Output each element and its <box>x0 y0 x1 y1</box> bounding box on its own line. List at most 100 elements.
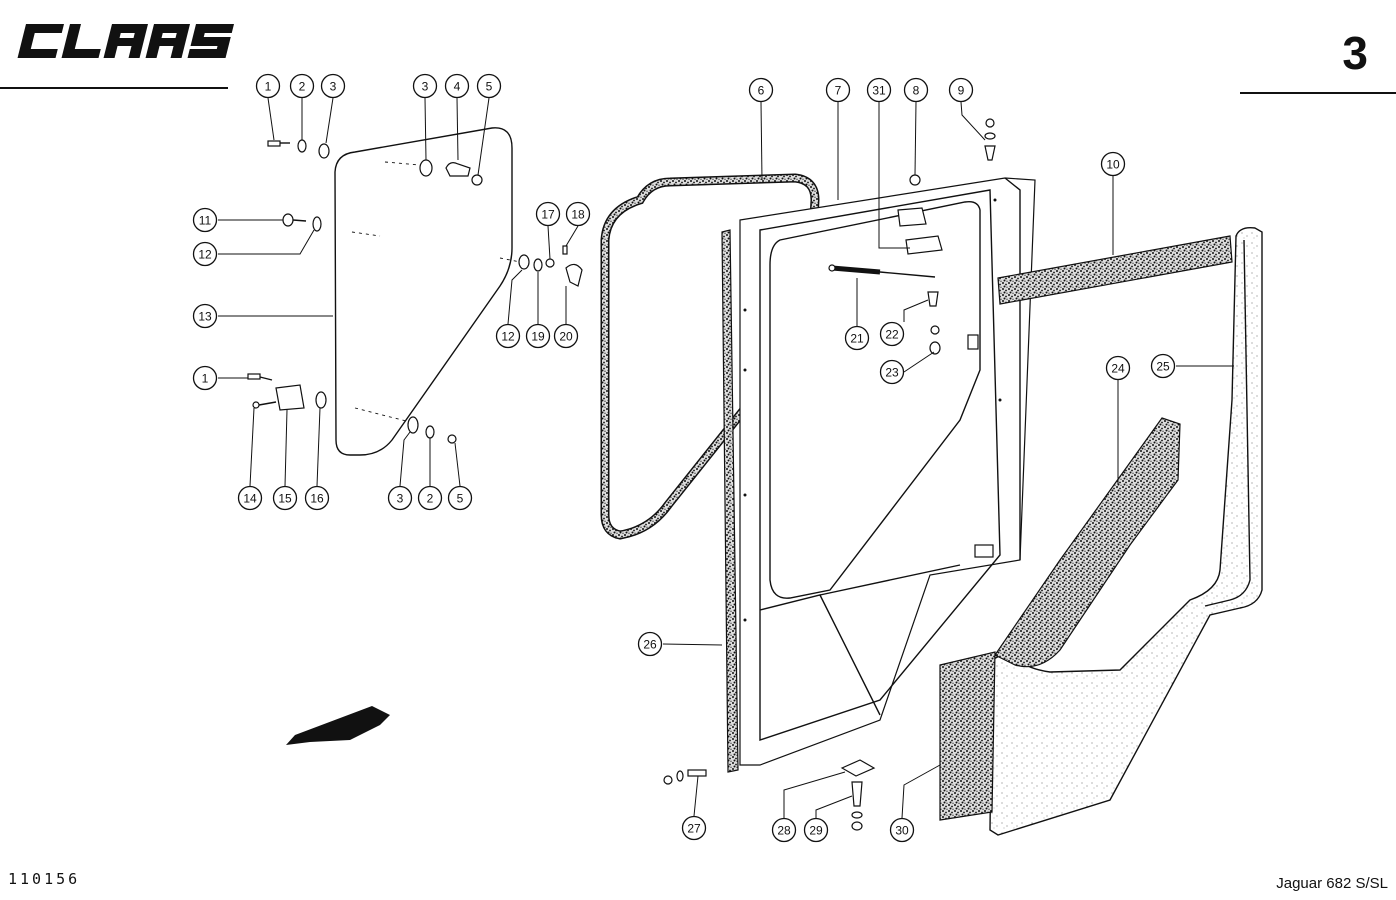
callout-label: 26 <box>643 638 657 652</box>
callout-label: 1 <box>202 372 209 386</box>
callout-label: 3 <box>397 492 404 506</box>
callout-8: 8 <box>903 77 929 103</box>
callout-19: 19 <box>525 323 551 349</box>
screw-14 <box>252 401 277 409</box>
header-rule-right <box>1240 92 1396 94</box>
callout-circle <box>1150 353 1176 379</box>
side-window-glass <box>334 127 513 456</box>
callout-label: 7 <box>835 84 842 98</box>
callout-circle <box>525 323 551 349</box>
callout-label: 3 <box>330 80 337 94</box>
nut-8 <box>909 174 921 186</box>
callout-label: 12 <box>198 248 212 262</box>
callout-17: 17 <box>535 201 561 227</box>
bolt-11 <box>282 213 307 227</box>
washer-22 <box>930 325 940 335</box>
grommet-3-lower <box>407 416 419 434</box>
callout-circle <box>565 201 591 227</box>
model-label: Jaguar 682 S/SL <box>1276 875 1388 892</box>
callout-label: 15 <box>278 492 292 506</box>
callout-circle <box>272 485 298 511</box>
trim-strip-10 <box>997 235 1233 305</box>
callout-label: 3 <box>422 80 429 94</box>
bolt-9 <box>984 118 996 161</box>
callout-4: 4 <box>444 73 470 99</box>
callout-circle <box>412 73 438 99</box>
callout-31: 31 <box>866 77 892 103</box>
handle-20 <box>565 263 583 287</box>
callout-label: 19 <box>531 330 545 344</box>
bolt-29 <box>851 781 863 831</box>
nut-5-upper <box>471 174 483 186</box>
callout-7: 7 <box>825 77 851 103</box>
callout-1: 1 <box>255 73 281 99</box>
callout-circle <box>553 323 579 349</box>
washer-12-left <box>312 216 322 232</box>
callout-2: 2 <box>289 73 315 99</box>
callout-28: 28 <box>771 817 797 843</box>
callout-label: 17 <box>541 208 555 222</box>
callout-circle <box>444 73 470 99</box>
callout-11: 11 <box>192 207 218 233</box>
callout-23: 23 <box>879 359 905 385</box>
callout-27: 27 <box>681 815 707 841</box>
callout-circle <box>681 815 707 841</box>
callout-label: 10 <box>1106 158 1120 172</box>
callout-circle <box>879 359 905 385</box>
callout-circle <box>748 77 774 103</box>
callout-25: 25 <box>1150 353 1176 379</box>
page-number: 3 <box>1342 27 1368 79</box>
callout-9: 9 <box>948 77 974 103</box>
callout-14: 14 <box>237 485 263 511</box>
callout-circle <box>476 73 502 99</box>
callout-22: 22 <box>879 321 905 347</box>
callout-13: 13 <box>192 303 218 329</box>
callout-12: 12 <box>192 241 218 267</box>
plate-28 <box>840 759 876 777</box>
seal-strip-26 <box>721 229 739 773</box>
callout-1: 1 <box>192 365 218 391</box>
stud-27 <box>663 769 707 785</box>
grommet-3-top <box>318 143 330 159</box>
callout-circle <box>535 201 561 227</box>
callout-label: 12 <box>501 330 515 344</box>
callout-label: 6 <box>758 84 765 98</box>
bracket-31-upper <box>897 207 927 227</box>
callout-label: 31 <box>872 84 886 98</box>
callout-circle <box>192 365 218 391</box>
grommet-16 <box>315 391 327 409</box>
callout-label: 14 <box>243 492 257 506</box>
callout-label: 29 <box>809 824 823 838</box>
callout-label: 1 <box>265 80 272 94</box>
callout-label: 9 <box>958 84 965 98</box>
callout-circle <box>289 73 315 99</box>
door-frame-7 <box>739 177 1036 766</box>
washer-2-top <box>297 139 307 153</box>
callout-circle <box>948 77 974 103</box>
direction-arrow-icon <box>286 706 390 745</box>
callout-label: 13 <box>198 310 212 324</box>
leader-lines <box>218 97 1234 819</box>
callout-circle <box>1105 355 1131 381</box>
callout-5: 5 <box>447 485 473 511</box>
hinge-15 <box>275 384 305 411</box>
callout-label: 8 <box>913 84 920 98</box>
callout-label: 5 <box>486 80 493 94</box>
callout-label: 24 <box>1111 362 1125 376</box>
stud-22 <box>927 291 939 307</box>
callout-circle <box>304 485 330 511</box>
callout-label: 16 <box>310 492 324 506</box>
callout-label: 2 <box>427 492 434 506</box>
callout-label: 25 <box>1156 360 1170 374</box>
callout-label: 5 <box>457 492 464 506</box>
callout-12: 12 <box>495 323 521 349</box>
callout-label: 21 <box>850 332 864 346</box>
drawing-number: 110156 <box>8 870 81 888</box>
callout-3: 3 <box>412 73 438 99</box>
callout-21: 21 <box>844 325 870 351</box>
callout-3: 3 <box>320 73 346 99</box>
washer-2-lower <box>425 425 435 439</box>
callout-label: 4 <box>454 80 461 94</box>
callout-20: 20 <box>553 323 579 349</box>
